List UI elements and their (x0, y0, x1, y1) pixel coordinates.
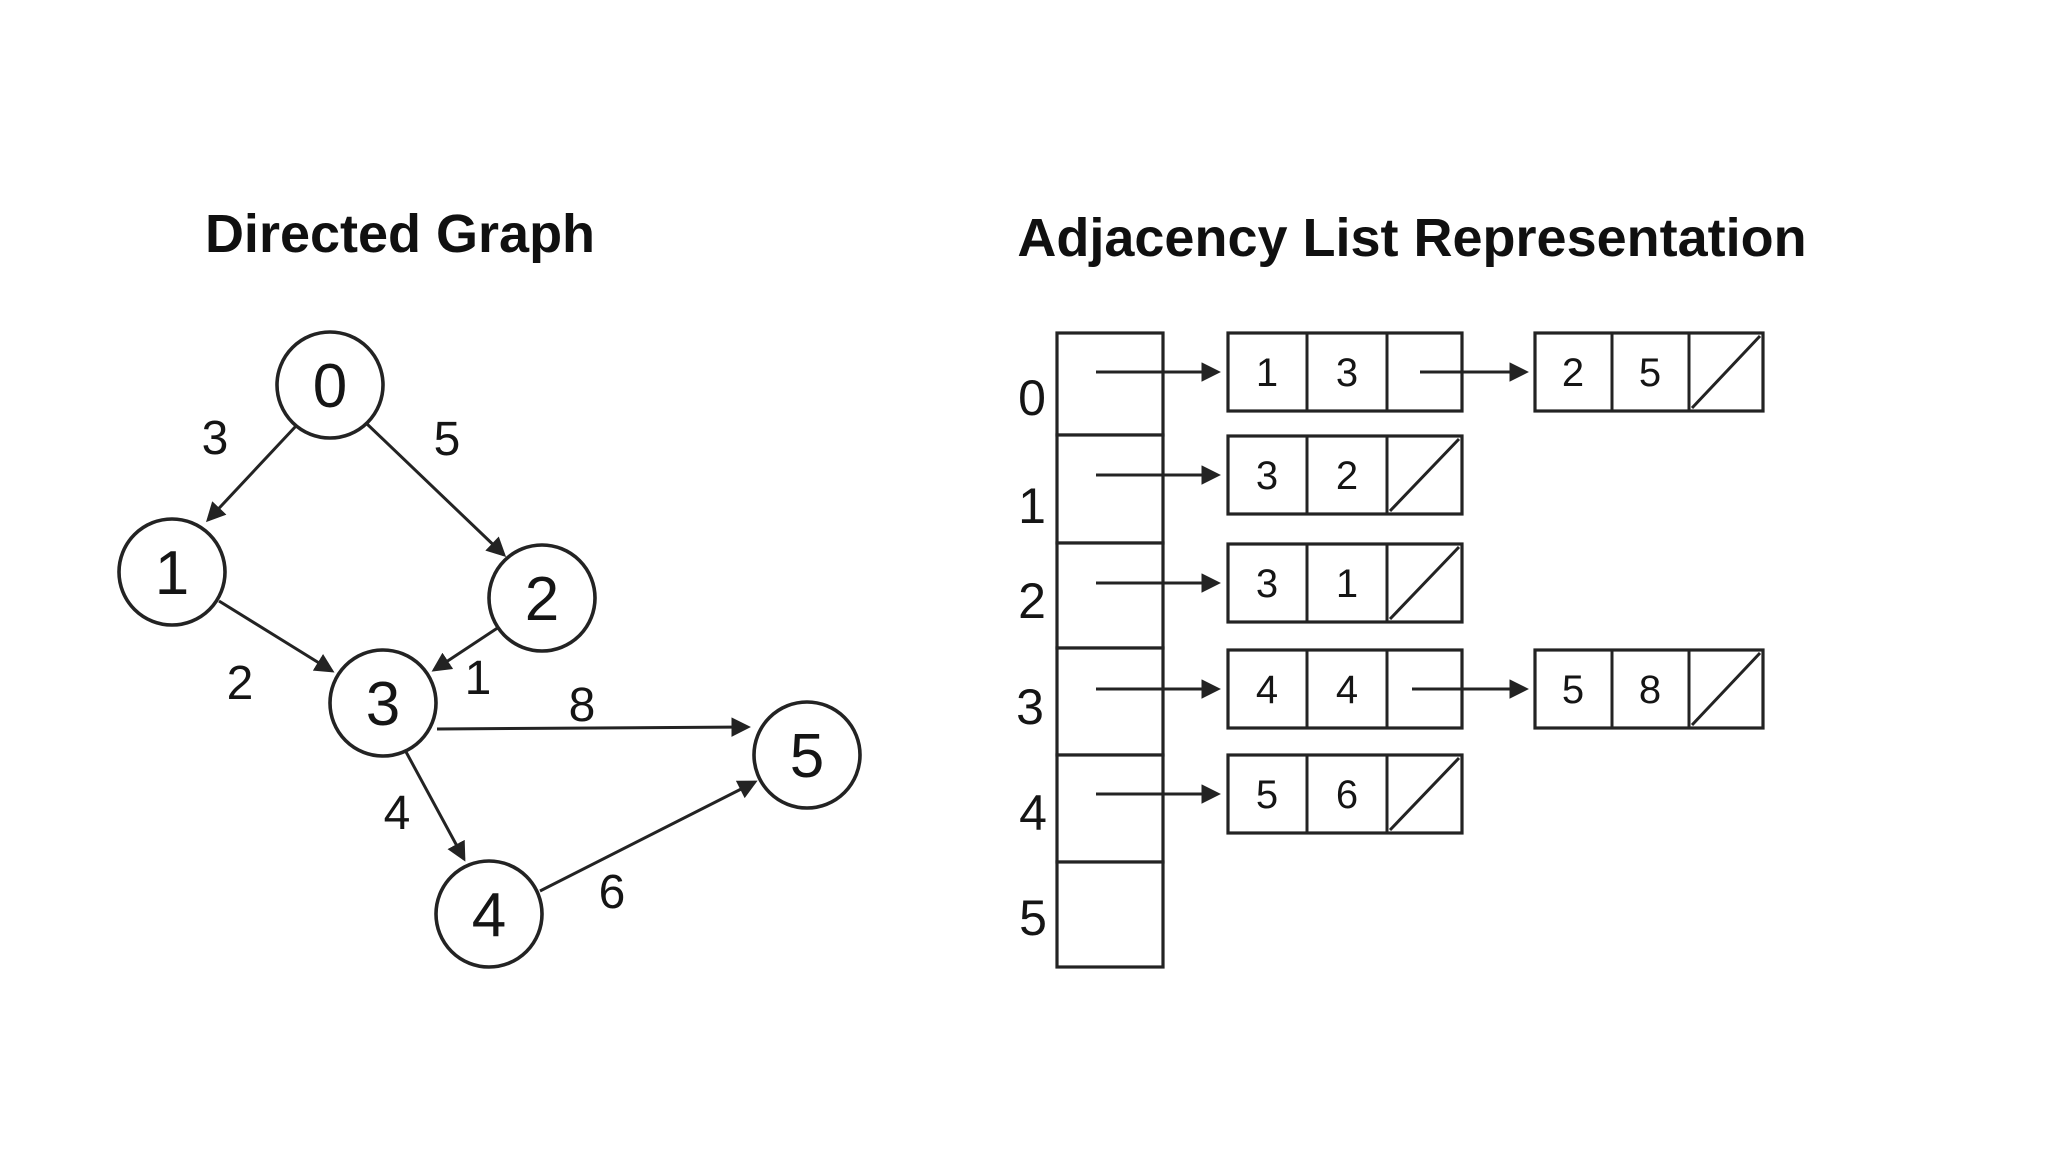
vertex-array: 0 1 2 3 4 5 (1016, 331, 1165, 969)
graph-node-1-label: 1 (155, 539, 189, 608)
array-cell-5 (1055, 860, 1165, 969)
null-pointer-diagonal (1388, 756, 1461, 832)
edge-weight-4-5: 6 (599, 866, 626, 919)
list-node-vertex: 3 (1256, 562, 1278, 606)
graph-node-1 (117, 517, 227, 627)
list-node-vertex: 5 (1562, 668, 1584, 712)
array-label-1: 1 (1018, 478, 1046, 534)
null-pointer-diagonal (1388, 545, 1461, 621)
edge-4-5 (539, 780, 758, 893)
graph-node-2-label: 2 (525, 565, 559, 634)
graph-nodes: 0 1 2 3 4 5 (117, 330, 862, 969)
array-cell-0 (1055, 331, 1165, 437)
array-cell-3 (1055, 646, 1165, 757)
array-cell-2 (1055, 541, 1165, 650)
edge-1-3 (218, 599, 335, 673)
graph-node-3-label: 3 (366, 670, 400, 739)
null-pointer-diagonal (1388, 437, 1461, 513)
array-label-3: 3 (1016, 679, 1044, 735)
edge-weight-3-4: 4 (384, 787, 411, 840)
graph-node-2 (487, 543, 597, 653)
edge-weight-3-5: 8 (569, 679, 596, 732)
list-node-weight: 6 (1336, 773, 1358, 817)
edge-weight-0-2: 5 (434, 413, 461, 466)
edge-weight-0-1: 3 (202, 412, 229, 465)
edge-weight-labels: 3 5 2 1 8 4 6 (202, 412, 626, 919)
list-node-weight: 2 (1336, 454, 1358, 498)
directed-graph-panel: Directed Graph 3 5 2 1 8 4 6 0 1 (117, 204, 862, 969)
list-node-vertex: 4 (1256, 668, 1278, 712)
edge-3-4 (403, 749, 466, 862)
list-node-weight: 5 (1639, 351, 1661, 395)
list-node-weight: 3 (1336, 351, 1358, 395)
adjacency-row-3: 4 4 5 8 (1096, 648, 1765, 730)
array-label-5: 5 (1019, 890, 1047, 946)
array-cell-4 (1055, 753, 1165, 864)
graph-node-4-label: 4 (472, 881, 506, 950)
edge-weight-2-3: 1 (465, 652, 492, 705)
directed-graph-title: Directed Graph (205, 204, 595, 264)
list-node-weight: 4 (1336, 668, 1358, 712)
adjacency-row-2: 3 1 (1096, 542, 1464, 624)
list-node-weight: 1 (1336, 562, 1358, 606)
adjacency-row-0: 1 3 2 5 (1096, 331, 1765, 413)
null-pointer-diagonal (1690, 651, 1762, 727)
graph-edges (206, 421, 758, 893)
array-cell-1 (1055, 433, 1165, 545)
list-node-vertex: 3 (1256, 454, 1278, 498)
list-node-vertex: 1 (1256, 351, 1278, 395)
adjacency-row-4: 5 6 (1096, 753, 1464, 835)
list-node-weight: 8 (1639, 668, 1661, 712)
graph-node-4 (434, 859, 544, 969)
null-pointer-diagonal (1690, 334, 1762, 410)
edge-2-3 (431, 625, 500, 672)
array-label-2: 2 (1018, 573, 1046, 629)
graph-node-0 (275, 330, 385, 440)
edge-0-2 (364, 421, 507, 558)
graph-node-3 (328, 648, 438, 758)
edge-3-5 (436, 717, 751, 737)
list-node-vertex: 5 (1256, 773, 1278, 817)
graph-node-5-label: 5 (790, 722, 824, 791)
graph-node-5 (752, 700, 862, 810)
adjacency-list-title: Adjacency List Representation (1017, 208, 1806, 268)
list-node-vertex: 2 (1562, 351, 1584, 395)
array-label-0: 0 (1018, 370, 1046, 426)
edge-0-1 (206, 424, 298, 523)
adjacency-list-panel: Adjacency List Representation 0 1 2 3 4 … (1016, 208, 1807, 969)
array-label-4: 4 (1019, 785, 1047, 841)
graph-node-0-label: 0 (313, 352, 347, 421)
adjacency-row-1: 3 2 (1096, 434, 1464, 516)
edge-weight-1-3: 2 (227, 657, 254, 710)
